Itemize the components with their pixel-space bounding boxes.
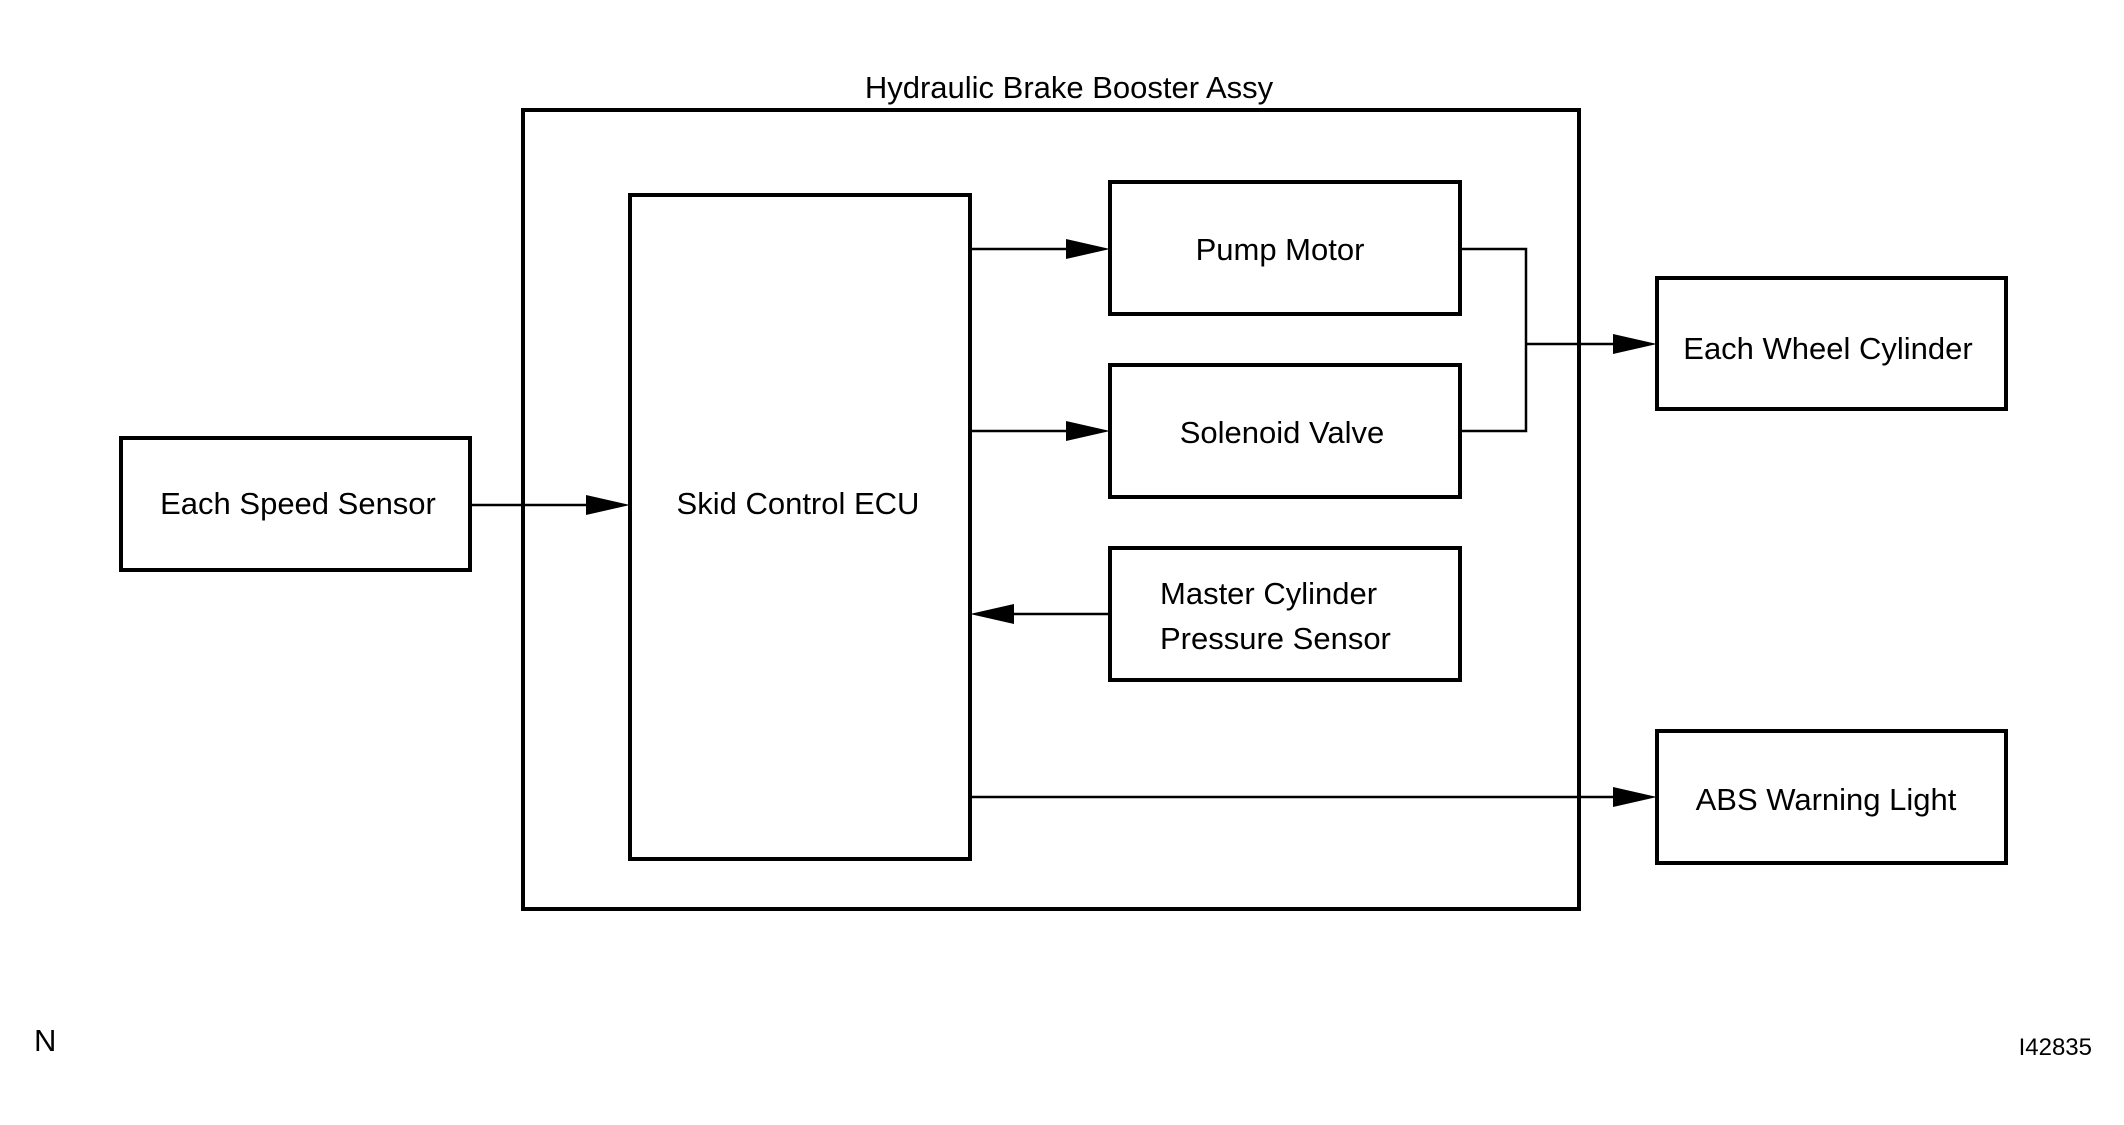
arrowhead — [1066, 239, 1110, 259]
abs-light-label: ABS Warning Light — [1696, 782, 1957, 817]
solenoid-valve-box — [1108, 363, 1462, 499]
arrowhead — [1613, 334, 1657, 354]
master-cylinder-label-line1: Master Cylinder — [1160, 576, 1377, 611]
master-cylinder-label-line2: Pressure Sensor — [1160, 621, 1391, 656]
figure-id: I42835 — [2019, 1034, 2092, 1061]
arrowhead — [1066, 421, 1110, 441]
edge-ecu-to-abs-light — [970, 787, 1657, 807]
edge-speed-sensor-to-ecu — [470, 495, 630, 515]
arrowhead — [970, 604, 1014, 624]
solenoid-valve-label: Solenoid Valve — [1180, 415, 1385, 450]
edge-actuators-to-wheel-cylinder — [1460, 247, 1657, 433]
edge-ecu-to-pump-motor — [970, 239, 1110, 259]
footer-left-mark: N — [34, 1023, 56, 1058]
speed-sensor-label: Each Speed Sensor — [160, 486, 436, 521]
arrowhead — [586, 495, 630, 515]
pump-motor-label: Pump Motor — [1196, 232, 1365, 267]
wheel-cylinder-box — [1655, 276, 2008, 411]
arrowhead — [1613, 787, 1657, 807]
edge-master-cylinder-to-ecu — [970, 604, 1110, 624]
assembly-title: Hydraulic Brake Booster Assy — [865, 70, 1274, 105]
pump-motor-box — [1108, 180, 1462, 316]
ecu-box — [628, 193, 972, 861]
ecu-label: Skid Control ECU — [677, 486, 920, 521]
edge-ecu-to-solenoid-valve — [970, 421, 1110, 441]
wheel-cylinder-label: Each Wheel Cylinder — [1683, 331, 1972, 366]
master-cylinder-sensor-box — [1108, 546, 1462, 682]
